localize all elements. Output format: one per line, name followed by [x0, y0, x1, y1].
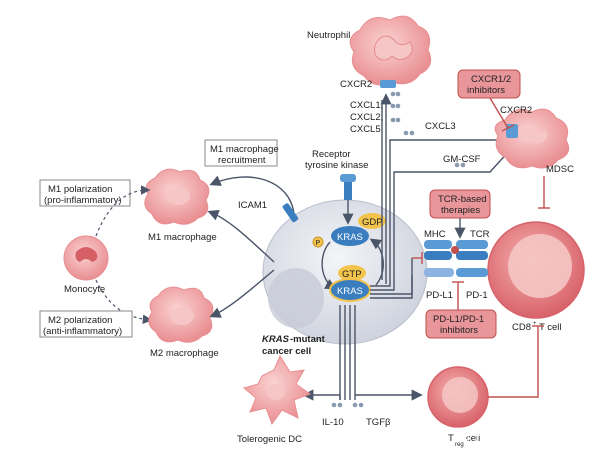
pdl1-molecule: [424, 268, 454, 277]
antigen-icon: [451, 246, 459, 254]
m2-polarization-box: M2 polarization (anti-inflammatory): [39, 310, 133, 338]
treg-label-sub: reg: [455, 442, 464, 448]
immune-synapse: MHC TCR PD-L1 PD-1: [412, 229, 490, 301]
tolerogenic-dc-label: Tolerogenic DC: [237, 434, 302, 445]
rtk-label-1: Receptor: [312, 149, 351, 160]
tcr-label: TCR: [470, 229, 490, 240]
icam1-label: ICAM1: [238, 200, 267, 211]
cd8-label-a: CD8: [512, 322, 531, 333]
icam1-molecule: [282, 203, 299, 223]
pdl1-label: PD-L1: [426, 290, 453, 301]
kras-top-label: KRAS: [337, 232, 363, 243]
mhc-label: MHC: [424, 229, 446, 240]
chemokine-dots: [331, 91, 466, 408]
rtk-label-2: tyrosine kinase: [305, 160, 368, 171]
gtp-blob: [338, 265, 366, 281]
tcr-therapies-label-2: therapies: [441, 205, 480, 216]
watermark: 知乎 @柠檬桃子酱: [455, 426, 580, 444]
monocyte-label: Monocyte: [64, 284, 105, 295]
cxcl2-label: CXCL2,: [350, 112, 383, 123]
rtk-stem: [344, 182, 352, 200]
mdsc-cell: CXCR2 MDSC CXCL3 GM-CSF: [425, 105, 574, 209]
m1-polarization-box: M1 polarization (pro-inflammatory): [39, 179, 131, 207]
tcr-molecule: [456, 240, 488, 249]
mhc-molecule: [424, 240, 452, 249]
kras-top-blob: [331, 226, 369, 246]
kras-signal-lines: [302, 93, 512, 401]
il10-label: IL-10: [322, 417, 344, 428]
gm-csf-label: GM-CSF: [443, 154, 481, 165]
m1-recruitment-box: M1 macrophage recruitment ICAM1: [204, 139, 299, 223]
pd1-molecule: [456, 268, 488, 277]
m1-recruit-label-2: recruitment: [218, 155, 266, 166]
m1-polar-label-2: (pro-inflammatory): [44, 195, 122, 206]
m1-recruit-label-1: M1 macrophage: [210, 144, 279, 155]
pdl1-inhib-label-1: PD-L1/PD-1: [433, 314, 484, 325]
m1-polar-label-1: M1 polarization: [48, 184, 112, 195]
neutrophil: Neutrophil CXCR2 CXCL1, CXCL2, CXCL5: [307, 15, 432, 135]
cxcl3-label: CXCL3: [425, 121, 456, 132]
rtk-head: [340, 174, 356, 182]
treg-label-t: T: [448, 433, 454, 444]
cxcr2-top-label: CXCR2: [340, 79, 372, 90]
cxcr12-inhibitors-box: CXCR1/2 inhibitors: [457, 69, 521, 132]
cd8-label-b: T cell: [539, 322, 562, 333]
gdp-label: GDP: [362, 217, 383, 228]
m1-macrophage-label: M1 macrophage: [148, 232, 217, 243]
neutrophil-label: Neutrophil: [307, 30, 350, 41]
tcr-therapies-label-1: TCR-based: [438, 194, 487, 205]
m2-macrophage: M2 macrophage: [148, 286, 219, 359]
phosphate-label: P: [316, 240, 321, 247]
cxcl1-label: CXCL1,: [350, 100, 383, 111]
cxcr2-receptor-neutrophil: [380, 80, 396, 88]
tgfb-label: TGFβ: [366, 417, 391, 428]
m2-polar-label-2: (anti-inflammatory): [43, 326, 122, 337]
monocyte: Monocyte: [63, 185, 153, 325]
cd8-t-cell: CD8 + T cell: [487, 221, 585, 333]
cancer-cell-label: cancer cell: [262, 346, 311, 357]
cxcr12-label-1: CXCR1/2: [471, 74, 511, 85]
pd1-label: PD-1: [466, 290, 488, 301]
pdl1-inhib-label-2: inhibitors: [440, 325, 478, 336]
treg-label-cell: cell: [466, 433, 480, 444]
cxcl5-label: CXCL5: [350, 124, 381, 135]
mdsc-label: MDSC: [546, 164, 574, 175]
pdl1-inhibitors-box: PD-L1/PD-1 inhibitors: [425, 281, 497, 339]
gdp-blob: [358, 213, 386, 229]
cancer-cell-nucleus: [268, 268, 324, 328]
m2-macrophage-label: M2 macrophage: [150, 348, 219, 359]
treg-cell: T reg cell: [427, 325, 544, 448]
receptor-tyrosine-kinase: Receptor tyrosine kinase: [305, 149, 368, 225]
kras-bottom-label: KRAS: [337, 286, 363, 297]
m1-macrophage: M1 macrophage: [144, 168, 217, 243]
gtp-label: GTP: [342, 269, 362, 280]
tcr-therapies-box: TCR-based therapies: [429, 189, 491, 239]
m2-polar-label-1: M2 polarization: [48, 315, 112, 326]
cxcr12-label-2: inhibitors: [467, 85, 505, 96]
tolerogenic-dc: Tolerogenic DC: [237, 354, 312, 445]
kras-mutant-label-a: KRAS: [262, 334, 290, 345]
phosphate-icon: [312, 236, 324, 248]
cd8-label-sup: +: [533, 321, 537, 327]
kras-mutant-label-b: -mutant: [290, 334, 326, 345]
cxcr2-right-label: CXCR2: [500, 105, 532, 116]
